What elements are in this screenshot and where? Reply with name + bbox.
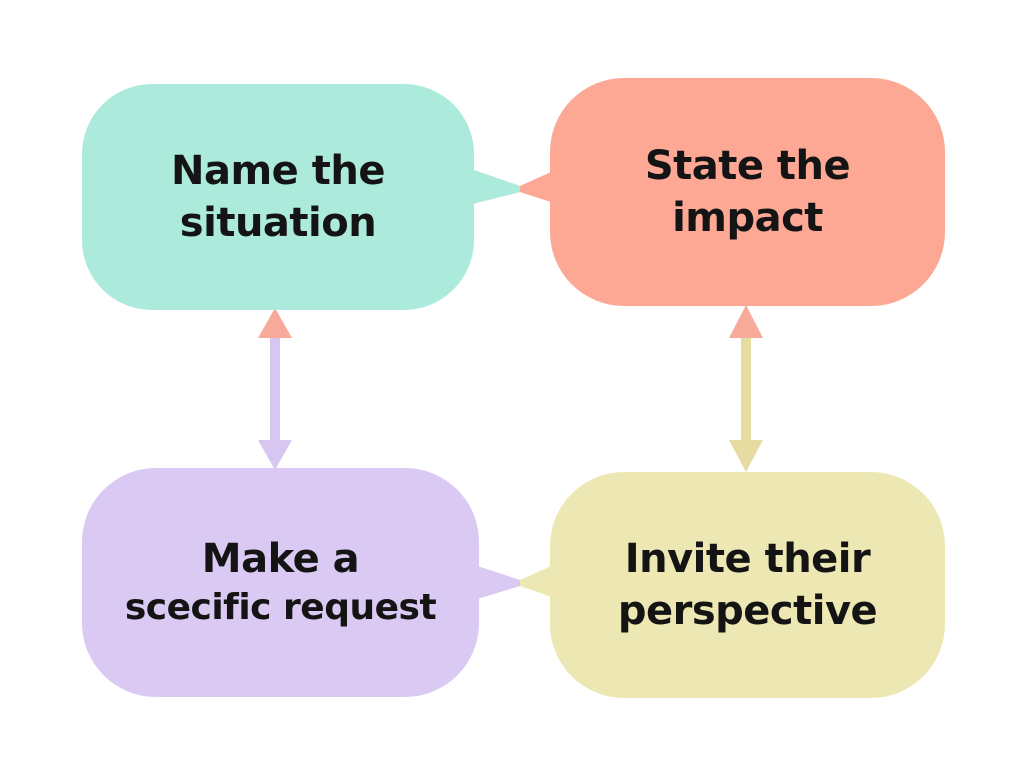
step-invite-perspective-line2: perspective <box>617 588 878 634</box>
step-state-impact: State the impact <box>550 78 945 306</box>
step-name-situation: Name the situation <box>82 84 474 310</box>
left-arrow-head-up <box>258 308 292 338</box>
left-arrow-head-down <box>258 440 292 470</box>
step-name-situation-text: Name the situation <box>171 145 385 249</box>
left-double-arrow <box>258 308 292 470</box>
step-specific-request-text: Make a scecific request <box>124 533 437 632</box>
step-name-situation-line1: Name the <box>171 148 385 194</box>
step-name-situation-line2: situation <box>179 200 377 246</box>
right-arrow-head-up <box>729 305 763 338</box>
step-state-impact-line2: impact <box>672 195 823 241</box>
tail-top-left-part <box>468 168 520 205</box>
left-arrow-shaft <box>270 330 280 445</box>
step-specific-request-line1: Make a <box>201 536 360 583</box>
step-invite-perspective: Invite their perspective <box>550 472 945 698</box>
right-arrow-shaft <box>741 330 751 445</box>
step-invite-perspective-text: Invite their perspective <box>617 533 878 637</box>
step-specific-request: Make a scecific request <box>82 468 479 697</box>
step-invite-perspective-line1: Invite their <box>624 536 871 582</box>
right-double-arrow <box>729 305 763 472</box>
step-state-impact-line1: State the <box>644 143 851 189</box>
right-arrow-head-down <box>729 440 763 472</box>
step-specific-request-line2: scecific request <box>124 587 437 629</box>
step-state-impact-text: State the impact <box>644 140 851 244</box>
tail-bottom-left-part <box>474 565 520 600</box>
